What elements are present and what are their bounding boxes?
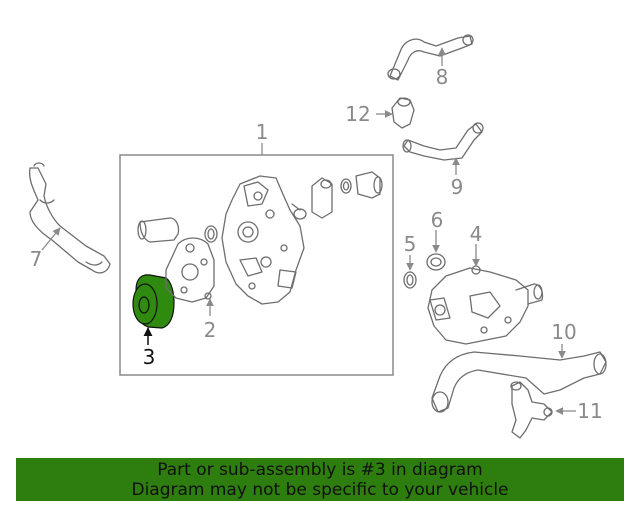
part-9-hose[interactable] bbox=[402, 122, 484, 161]
part-5-oring[interactable] bbox=[403, 271, 417, 289]
banner-line-1: Part or sub-assembly is #3 in diagram bbox=[157, 459, 483, 480]
assembly-frame bbox=[119, 154, 394, 376]
part-8-hose[interactable] bbox=[387, 34, 474, 81]
callout-2[interactable]: 2 bbox=[204, 318, 217, 342]
callout-4[interactable]: 4 bbox=[470, 222, 483, 246]
part-4-thermostat-housing[interactable] bbox=[427, 265, 544, 345]
part-3-pulley[interactable] bbox=[132, 274, 175, 329]
fitting-left bbox=[137, 217, 218, 243]
parts-diagram: 1 2 3 4 5 6 7 8 9 10 11 12 bbox=[28, 34, 607, 439]
part-1-housing[interactable] bbox=[221, 175, 307, 305]
banner-line-2: Diagram may not be specific to your vehi… bbox=[131, 479, 509, 500]
callout-11[interactable]: 11 bbox=[577, 399, 602, 423]
part-info-banner: Part or sub-assembly is #3 in diagram Di… bbox=[16, 458, 624, 501]
callout-10[interactable]: 10 bbox=[551, 320, 576, 344]
callout-6[interactable]: 6 bbox=[431, 208, 444, 232]
part-7-hose[interactable] bbox=[28, 162, 111, 274]
callout-1[interactable]: 1 bbox=[256, 120, 269, 144]
callout-12[interactable]: 12 bbox=[345, 102, 370, 126]
callout-5[interactable]: 5 bbox=[404, 232, 417, 256]
part-1-fittings bbox=[311, 171, 383, 219]
part-6-seal[interactable] bbox=[426, 253, 446, 271]
callout-3[interactable]: 3 bbox=[143, 345, 156, 369]
callout-7[interactable]: 7 bbox=[30, 247, 43, 271]
callout-8[interactable]: 8 bbox=[436, 65, 449, 89]
part-11-fitting[interactable] bbox=[510, 381, 553, 439]
callout-9[interactable]: 9 bbox=[451, 175, 464, 199]
part-10-hose[interactable] bbox=[431, 351, 607, 413]
part-2-water-pump[interactable] bbox=[165, 237, 215, 303]
part-12-valve[interactable] bbox=[391, 97, 415, 129]
